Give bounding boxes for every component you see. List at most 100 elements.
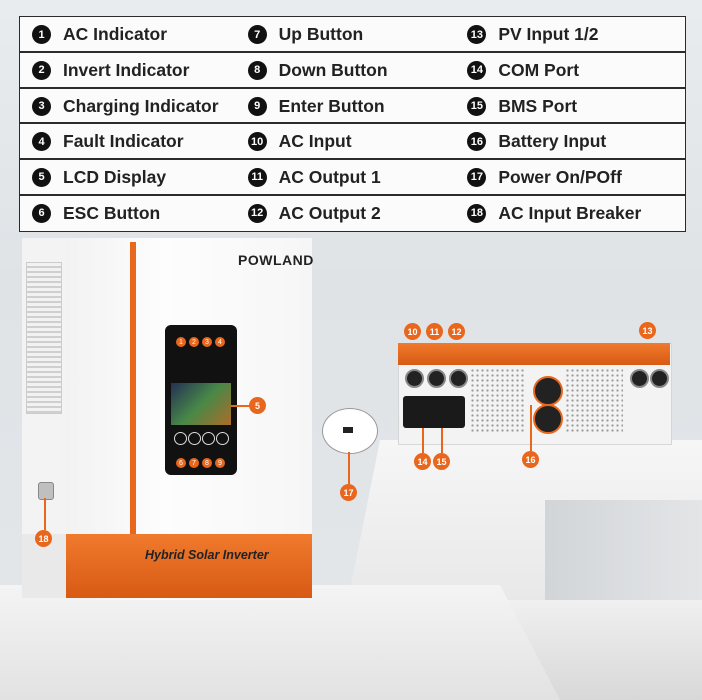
legend-label: Charging Indicator [63,95,219,116]
legend-item: 7 Up Button [242,17,464,53]
down-button [202,432,215,445]
legend-label: AC Input Breaker [498,202,642,223]
legend-item: 16 Battery Input [463,124,685,160]
callout-badge: 17 [340,484,357,501]
callout-badge: 15 [433,453,450,470]
legend-label: AC Input [278,131,352,152]
number-badge: 9 [247,96,267,116]
callout-badge: 6 [176,458,186,468]
legend-label: ESC Button [63,202,161,223]
number-badge: 6 [32,203,51,223]
legend-item: 8 Down Button [242,53,464,89]
ac-output-2-port [449,369,468,388]
number-badge: 15 [467,96,487,116]
vent-grille [565,368,623,432]
pv-input-2-port [650,369,669,388]
callout-line [348,452,350,484]
callout-badge: 11 [426,323,443,340]
number-badge: 2 [32,60,51,80]
legend-label: Enter Button [278,95,385,116]
divider [20,51,685,53]
number-badge: 5 [32,167,51,187]
legend-item: 11 AC Output 1 [242,160,464,196]
battery-positive-terminal [533,376,563,406]
legend-item: 10 AC Input [242,124,464,160]
legend-label: COM Port [498,59,580,80]
cooling-fins [26,262,62,414]
divider [20,122,685,124]
callout-badge: 5 [249,397,266,414]
brand-logo: POWLAND [238,252,314,268]
number-badge: 12 [247,203,267,223]
invert-indicator-led: 2 [189,337,199,347]
number-badge: 8 [247,60,267,80]
power-switch-zoom [322,408,378,454]
legend-item: 14 COM Port [463,53,685,89]
callout-line [44,498,46,530]
divider [20,194,685,196]
callout-badge: 12 [448,323,465,340]
up-button [188,432,201,445]
number-badge: 13 [467,25,487,45]
callout-badge: 9 [215,458,225,468]
divider [20,158,685,160]
legend-item: 18 AC Input Breaker [463,195,685,231]
callout-badge: 10 [404,323,421,340]
legend-label: Up Button [278,24,364,45]
callout-badge: 13 [639,322,656,339]
legend-item: 6 ESC Button [20,195,242,231]
legend-label: AC Output 2 [278,202,381,223]
callout-line [231,405,251,407]
number-badge: 4 [32,132,51,152]
bottom-accent [398,343,670,365]
legend-item: 5 LCD Display [20,160,242,196]
legend-label: Down Button [278,59,388,80]
vent-grille [470,368,526,432]
fault-indicator-led: 4 [215,337,225,347]
number-badge: 1 [32,25,51,45]
charging-indicator-led: 3 [202,337,212,347]
callout-badge: 18 [35,530,52,547]
number-badge: 10 [247,132,267,152]
ac-output-1-port [427,369,446,388]
callout-badge: 14 [414,453,431,470]
ac-indicator-led: 1 [176,337,186,347]
lcd-display [171,383,231,425]
comm-ports [403,396,465,428]
number-badge: 18 [467,203,487,223]
callout-line [422,428,424,453]
battery-negative-terminal [533,404,563,434]
product-name: Hybrid Solar Inverter [145,548,269,562]
divider [20,87,685,89]
legend-label: AC Indicator [63,24,168,45]
legend-label: Fault Indicator [63,131,184,152]
number-badge: 7 [247,25,267,45]
accent-stripe [130,242,136,534]
legend-item: 9 Enter Button [242,88,464,124]
callout-badge: 7 [189,458,199,468]
pv-input-1-port [630,369,649,388]
power-switch [343,427,353,433]
number-badge: 16 [467,132,487,152]
callout-line [530,405,532,451]
legend-label: Battery Input [498,131,607,152]
ac-input-port [405,369,424,388]
legend-item: 2 Invert Indicator [20,53,242,89]
legend-label: Invert Indicator [63,59,190,80]
legend-item: 12 AC Output 2 [242,195,464,231]
callout-badge: 16 [522,451,539,468]
legend-label: AC Output 1 [278,166,381,187]
number-badge: 11 [247,167,267,187]
callout-line [441,428,443,453]
ac-input-breaker [38,482,54,500]
legend-label: LCD Display [63,166,167,187]
pedestal-left [0,585,560,700]
esc-button [174,432,187,445]
inverter-base [66,534,312,598]
number-badge: 14 [467,60,487,80]
